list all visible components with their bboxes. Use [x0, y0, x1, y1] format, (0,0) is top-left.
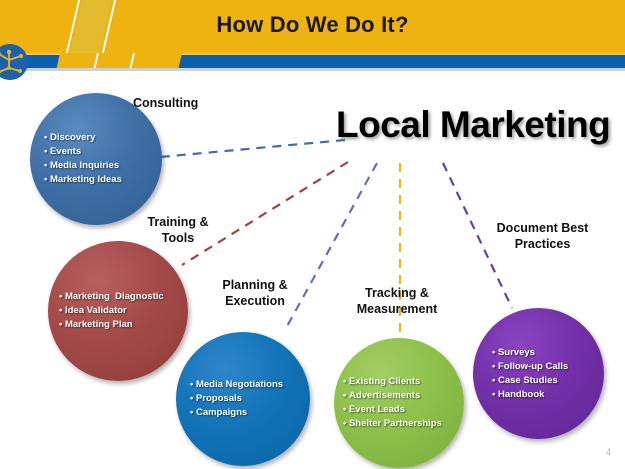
list-item: Media Negotiations	[190, 378, 283, 392]
list-item: Existing Clients	[343, 375, 442, 389]
page-number: 4	[605, 447, 611, 457]
list-item: Idea Validator	[59, 304, 164, 318]
branch-label-training-tools: Training & Tools	[147, 215, 209, 245]
bubble-tracking-measurement[interactable]: Existing Clients Advertisements Event Le…	[334, 338, 464, 468]
list-item: Campaigns	[190, 406, 283, 420]
list-item: Handbook	[492, 388, 568, 402]
bubble-training-tools[interactable]: Marketing Diagnostic Idea Validator Mark…	[48, 241, 188, 381]
list-item: Follow-up Calls	[492, 360, 568, 374]
bubble-planning-execution[interactable]: Media Negotiations Proposals Campaigns	[176, 332, 310, 466]
bubble-training-tools-list: Marketing Diagnostic Idea Validator Mark…	[59, 290, 164, 332]
list-item: Advertisements	[343, 389, 442, 403]
header-bottom-shadow	[0, 68, 625, 71]
bubble-document-best-practices-list: Surveys Follow-up Calls Case Studies Han…	[492, 346, 568, 402]
branch-label-planning-execution: Planning & Execution	[222, 278, 288, 308]
bubble-consulting-list: Discovery Events Media Inquiries Marketi…	[44, 131, 122, 187]
list-item: Proposals	[190, 392, 283, 406]
center-headline: Local Marketing	[336, 104, 611, 145]
bubble-document-best-practices[interactable]: Surveys Follow-up Calls Case Studies Han…	[473, 308, 604, 439]
list-item: Case Studies	[492, 374, 568, 388]
list-item: Events	[44, 145, 122, 159]
bubble-planning-execution-list: Media Negotiations Proposals Campaigns	[190, 378, 283, 420]
header-band-diagonal-cut	[56, 53, 183, 69]
list-item: Marketing Diagnostic	[59, 290, 164, 304]
bubble-consulting[interactable]: Discovery Events Media Inquiries Marketi…	[30, 93, 162, 225]
branch-label-consulting: Consulting	[133, 96, 199, 110]
list-item: Surveys	[492, 346, 568, 360]
header-banner: How Do We Do It?	[0, 0, 625, 55]
header-band-hairline	[0, 53, 625, 55]
list-item: Marketing Plan	[59, 318, 164, 332]
circular-network-logo-icon	[0, 44, 28, 80]
branch-label-document-best-practices: Document Best Practices	[496, 221, 589, 251]
page-title: How Do We Do It?	[216, 12, 409, 37]
list-item: Shelter Partnerships	[343, 417, 442, 431]
bubble-tracking-measurement-list: Existing Clients Advertisements Event Le…	[343, 375, 442, 431]
branch-label-tracking-measurement: Tracking & Measurement	[356, 286, 438, 316]
list-item: Marketing Ideas	[44, 173, 122, 187]
list-item: Media Inquiries	[44, 159, 122, 173]
list-item: Discovery	[44, 131, 122, 145]
connector-consulting	[159, 138, 346, 159]
list-item: Event Leads	[343, 403, 442, 417]
